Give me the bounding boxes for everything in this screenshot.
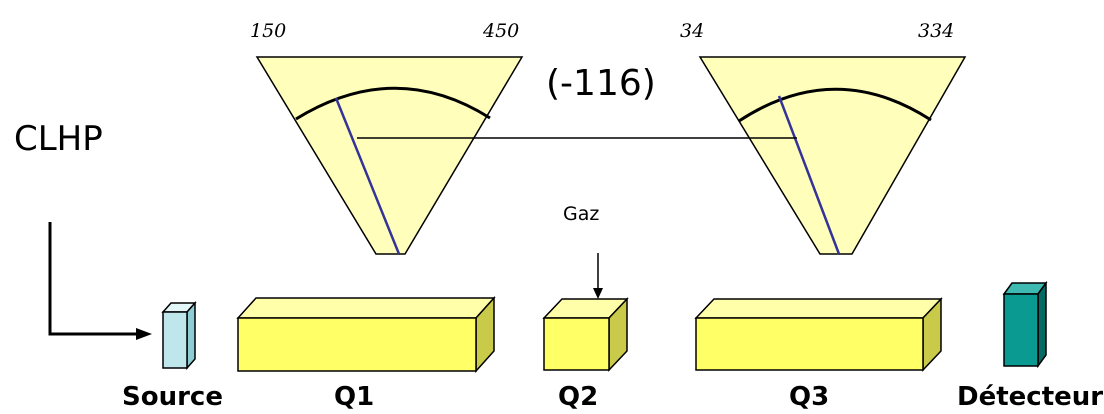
q1-label: Q1 [334, 382, 374, 412]
neutral-loss-label: (-116) [546, 63, 656, 104]
q2-block [542, 297, 629, 372]
scan-arc-2 [738, 87, 932, 123]
scan-arc-1 [295, 86, 491, 121]
gas-arrow [593, 253, 603, 299]
inlet-label: CLHP [14, 119, 103, 159]
q3-block [694, 297, 943, 372]
scan-fan-q3 [698, 56, 967, 255]
source-label: Source [122, 382, 223, 412]
scan1-end-label: 450 [482, 20, 519, 42]
scan1-start-label: 150 [250, 20, 286, 42]
inlet-arrow [48, 222, 152, 340]
q2-label: Q2 [558, 382, 598, 412]
detector-label: Détecteur [957, 382, 1103, 412]
detector-block [1002, 280, 1048, 369]
q3-label: Q3 [789, 382, 829, 412]
fan-shape-1 [255, 56, 524, 255]
scan2-end-label: 334 [918, 20, 954, 42]
source-block [161, 301, 197, 370]
scan2-start-label: 34 [680, 20, 704, 42]
q1-block [236, 296, 496, 373]
gas-label: Gaz [563, 203, 599, 225]
fan-shape-2 [698, 56, 967, 255]
scan-needle-2 [777, 95, 841, 255]
scan-fan-q1 [255, 56, 524, 255]
scan-needle-1 [334, 97, 401, 255]
